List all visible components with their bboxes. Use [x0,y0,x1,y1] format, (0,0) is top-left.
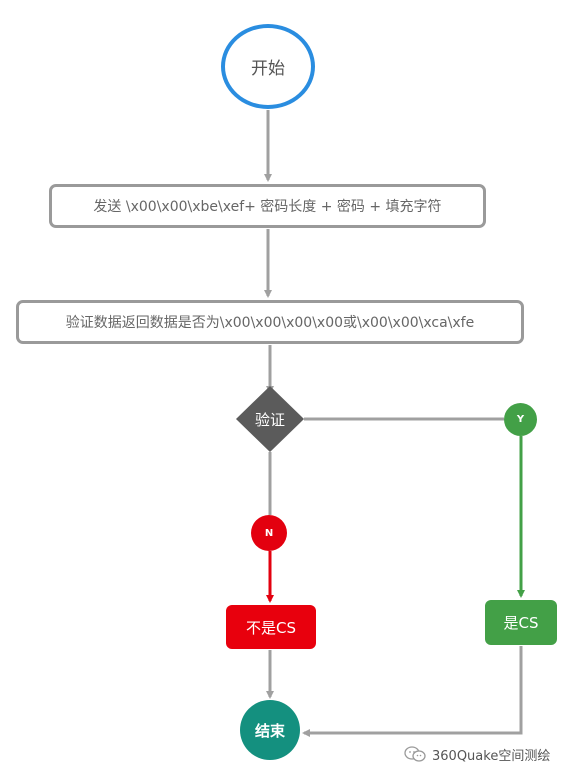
is-cs-label: 是CS [503,614,539,632]
verify-step-box: 验证数据返回数据是否为\x00\x00\x00\x00或\x00\x00\xca… [16,300,524,344]
no-badge: N [251,515,287,551]
yes-badge-label: Y [516,414,525,425]
start-label: 开始 [251,59,285,79]
send-step-label: 发送 \x00\x00\xbe\xef+ 密码长度 + 密码 + 填充字符 [93,199,442,215]
watermark-text: 360Quake空间测绘 [432,748,551,764]
end-label: 结束 [254,721,285,740]
decision-diamond [236,386,304,452]
not-cs-node: 不是CS [226,605,316,649]
watermark: 360Quake空间测绘 [404,743,550,765]
wechat-icon [404,746,426,762]
decision-node: 验证 [238,400,302,438]
not-cs-label: 不是CS [246,618,296,637]
end-node: 结束 [240,700,300,760]
start-node: 开始 [221,24,315,109]
connector-iscs-end [302,646,523,737]
decision-label: 验证 [254,410,285,429]
is-cs-node: 是CS [485,600,557,645]
send-step-box: 发送 \x00\x00\xbe\xef+ 密码长度 + 密码 + 填充字符 [49,184,486,228]
no-badge-label: N [264,527,274,539]
yes-badge: Y [504,403,537,436]
verify-step-label: 验证数据返回数据是否为\x00\x00\x00\x00或\x00\x00\xca… [65,315,475,331]
